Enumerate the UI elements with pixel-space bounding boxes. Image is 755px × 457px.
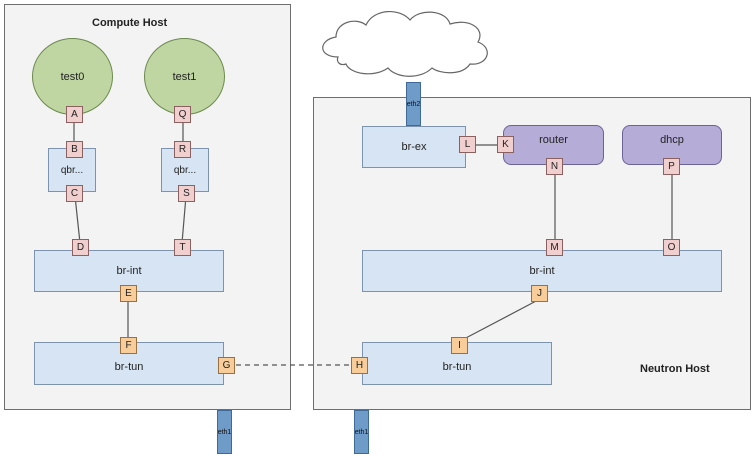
port-O[interactable]: O [663, 239, 680, 256]
neutron-br-tun-label: br-tun [442, 360, 472, 373]
vm-test1-label: test1 [172, 70, 197, 83]
port-J[interactable]: J [531, 285, 548, 302]
neutron-br-ex[interactable]: br-ex [362, 126, 466, 168]
compute-host-label: Compute Host [92, 17, 168, 29]
link-brint-brtun-neutron [461, 299, 539, 341]
dhcp-label: dhcp [660, 134, 684, 146]
port-L[interactable]: L [459, 136, 476, 153]
port-E[interactable]: E [120, 285, 137, 302]
port-H[interactable]: H [351, 357, 368, 374]
port-T[interactable]: T [174, 239, 191, 256]
router-label: router [539, 134, 568, 146]
neutron-br-int-label: br-int [529, 265, 555, 277]
port-R[interactable]: R [174, 141, 191, 158]
compute-nic-eth1[interactable]: eth1 [217, 410, 232, 454]
port-Q[interactable]: Q [174, 106, 191, 123]
compute-br-tun[interactable]: br-tun [34, 342, 224, 385]
compute-br-tun-label: br-tun [114, 360, 144, 373]
port-P[interactable]: P [663, 158, 680, 175]
port-S[interactable]: S [178, 185, 195, 202]
port-D[interactable]: D [72, 239, 89, 256]
port-A[interactable]: A [66, 106, 83, 123]
qbr-bridge-1-label: qbr... [173, 164, 197, 176]
cloud [322, 11, 488, 77]
qbr-bridge-0-label: qbr... [60, 164, 84, 176]
port-I[interactable]: I [451, 337, 468, 354]
vm-test1[interactable]: test1 [144, 38, 225, 115]
vm-test0[interactable]: test0 [32, 38, 113, 115]
port-C[interactable]: C [66, 185, 83, 202]
port-B[interactable]: B [66, 141, 83, 158]
compute-br-int-label: br-int [116, 265, 142, 277]
link-qbr0-brint [74, 195, 81, 244]
link-qbr1-brint [181, 195, 187, 244]
port-N[interactable]: N [546, 158, 563, 175]
port-G[interactable]: G [218, 357, 235, 374]
vm-test0-label: test0 [60, 70, 85, 83]
port-M[interactable]: M [546, 239, 563, 256]
neutron-host-label: Neutron Host [640, 363, 710, 375]
nic-eth2[interactable]: eth2 [406, 82, 421, 126]
port-K[interactable]: K [497, 136, 514, 153]
port-F[interactable]: F [120, 337, 137, 354]
neutron-br-ex-label: br-ex [401, 141, 427, 153]
neutron-nic-eth1[interactable]: eth1 [354, 410, 369, 454]
